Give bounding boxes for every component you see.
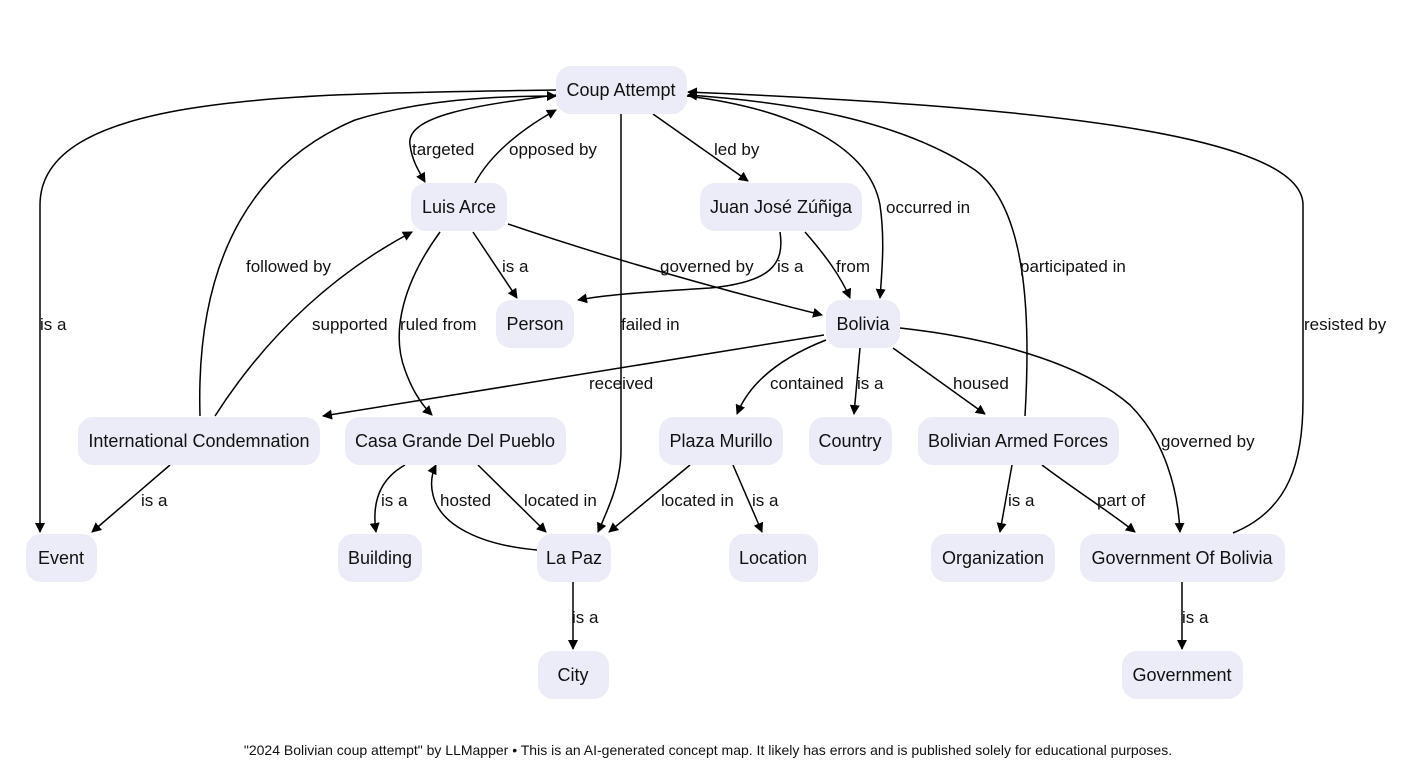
edge-label-bolivia-armed: housed — [953, 374, 1009, 393]
edge-label-intl-arce: supported — [312, 315, 388, 334]
node-label: Luis Arce — [422, 197, 496, 217]
node-country[interactable]: Country — [809, 417, 892, 465]
edge-label-coup-arce: targeted — [412, 140, 474, 159]
edge-label-lapaz-casa: hosted — [440, 491, 491, 510]
edge-label-arce-coup: opposed by — [509, 140, 597, 159]
node-coup-attempt[interactable]: Coup Attempt — [556, 66, 687, 114]
edge-label-bolivia-intl: received — [589, 374, 653, 393]
node-luis-arce[interactable]: Luis Arce — [411, 183, 507, 231]
edge-label-bolivia-gov: governed by — [1161, 432, 1255, 451]
node-casa-grande-del-pueblo[interactable]: Casa Grande Del Pueblo — [345, 417, 566, 465]
edge-label-armed-org: is a — [1008, 491, 1035, 510]
edge-label-intl-event: is a — [141, 491, 168, 510]
edge-label-casa-lapaz: located in — [524, 491, 597, 510]
edge-arce-bolivia — [507, 223, 823, 318]
edge-label-gov-government: is a — [1182, 608, 1209, 627]
node-label: Person — [506, 314, 563, 334]
node-label: Juan José Zúñiga — [710, 197, 853, 217]
edge-arce-person — [472, 231, 518, 299]
edge-arce-coup — [474, 109, 557, 184]
node-government[interactable]: Government — [1122, 651, 1243, 699]
edge-label-arce-person: is a — [502, 257, 529, 276]
node-label: Coup Attempt — [566, 80, 675, 100]
node-la-paz[interactable]: La Paz — [537, 534, 611, 582]
edge-label-zuniga-bolivia: from — [836, 257, 870, 276]
node-bolivian-armed-forces[interactable]: Bolivian Armed Forces — [918, 417, 1119, 465]
node-label: Country — [818, 431, 881, 451]
edge-lapaz-casa — [427, 464, 538, 551]
node-juan-jose-zuniga[interactable]: Juan José Zúñiga — [700, 183, 862, 231]
node-person[interactable]: Person — [496, 300, 574, 348]
edge-label-bolivia-plaza: contained — [770, 374, 844, 393]
edge-bolivia-gov — [899, 327, 1185, 533]
edge-label-coup-event: is a — [40, 315, 67, 334]
edge-casa-building — [369, 464, 406, 533]
caption: "2024 Bolivian coup attempt" by LLMapper… — [243, 742, 1173, 758]
node-label: Building — [348, 548, 412, 568]
edge-armed-gov — [1041, 464, 1136, 533]
edge-casa-lapaz — [477, 464, 547, 533]
node-international-condemnation[interactable]: International Condemnation — [78, 417, 320, 465]
edge-label-plaza-lapaz: located in — [661, 491, 734, 510]
node-label: Organization — [942, 548, 1044, 568]
edge-label-plaza-location: is a — [752, 491, 779, 510]
edge-label-casa-building: is a — [381, 491, 408, 510]
edge-label-arce-bolivia: governed by — [660, 257, 754, 276]
edge-label-arce-casa: ruled from — [400, 315, 477, 334]
edge-label-armed-coup: participated in — [1020, 257, 1126, 276]
node-label: Location — [739, 548, 807, 568]
node-plaza-murillo[interactable]: Plaza Murillo — [659, 417, 783, 465]
edge-zuniga-person — [577, 231, 782, 304]
edge-zuniga-bolivia — [804, 231, 851, 299]
edge-coup-arce — [409, 94, 557, 183]
edge-coup-event — [35, 89, 557, 533]
edge-coup-lapaz — [597, 114, 622, 533]
edge-gov-coup — [687, 87, 1304, 534]
edge-label-gov-coup: resisted by — [1304, 315, 1387, 334]
node-bolivia[interactable]: Bolivia — [826, 300, 900, 348]
edge-plaza-lapaz — [608, 464, 691, 533]
node-event[interactable]: Event — [26, 534, 97, 582]
edge-intl-arce — [214, 231, 413, 417]
node-label: Bolivian Armed Forces — [928, 431, 1108, 451]
node-government-of-bolivia[interactable]: Government Of Bolivia — [1080, 534, 1285, 582]
edge-label-coup-bolivia: occurred in — [886, 198, 970, 217]
edge-bolivia-country — [849, 347, 861, 415]
edge-label-lapaz-city: is a — [572, 608, 599, 627]
edge-bolivia-plaza — [735, 339, 827, 415]
node-label: La Paz — [546, 548, 602, 568]
node-location[interactable]: Location — [729, 534, 818, 582]
node-label: Plaza Murillo — [669, 431, 772, 451]
node-label: City — [558, 665, 589, 685]
edge-armed-org — [996, 464, 1013, 533]
edge-label-coup-zuniga: led by — [714, 140, 760, 159]
edge-label-bolivia-country: is a — [857, 374, 884, 393]
edge-coup-zuniga — [652, 113, 749, 182]
edge-armed-coup — [687, 90, 1028, 417]
node-label: International Condemnation — [88, 431, 309, 451]
edge-label-coup-lapaz: failed in — [621, 315, 680, 334]
node-label: Event — [38, 548, 84, 568]
node-label: Government Of Bolivia — [1091, 548, 1273, 568]
edge-intl-event — [91, 464, 171, 533]
node-label: Casa Grande Del Pueblo — [355, 431, 555, 451]
edge-label-intl-coup: followed by — [246, 257, 332, 276]
edge-intl-coup — [199, 91, 557, 417]
edge-bolivia-armed — [892, 347, 986, 415]
edge-label-zuniga-person: is a — [777, 257, 804, 276]
node-building[interactable]: Building — [338, 534, 422, 582]
node-label: Government — [1132, 665, 1231, 685]
node-label: Bolivia — [836, 314, 890, 334]
node-organization[interactable]: Organization — [931, 534, 1055, 582]
node-city[interactable]: City — [538, 651, 609, 699]
edge-bolivia-intl — [322, 334, 825, 420]
edge-plaza-location — [732, 464, 764, 533]
edge-label-armed-gov: part of — [1097, 491, 1145, 510]
edge-coup-bolivia — [686, 95, 886, 299]
